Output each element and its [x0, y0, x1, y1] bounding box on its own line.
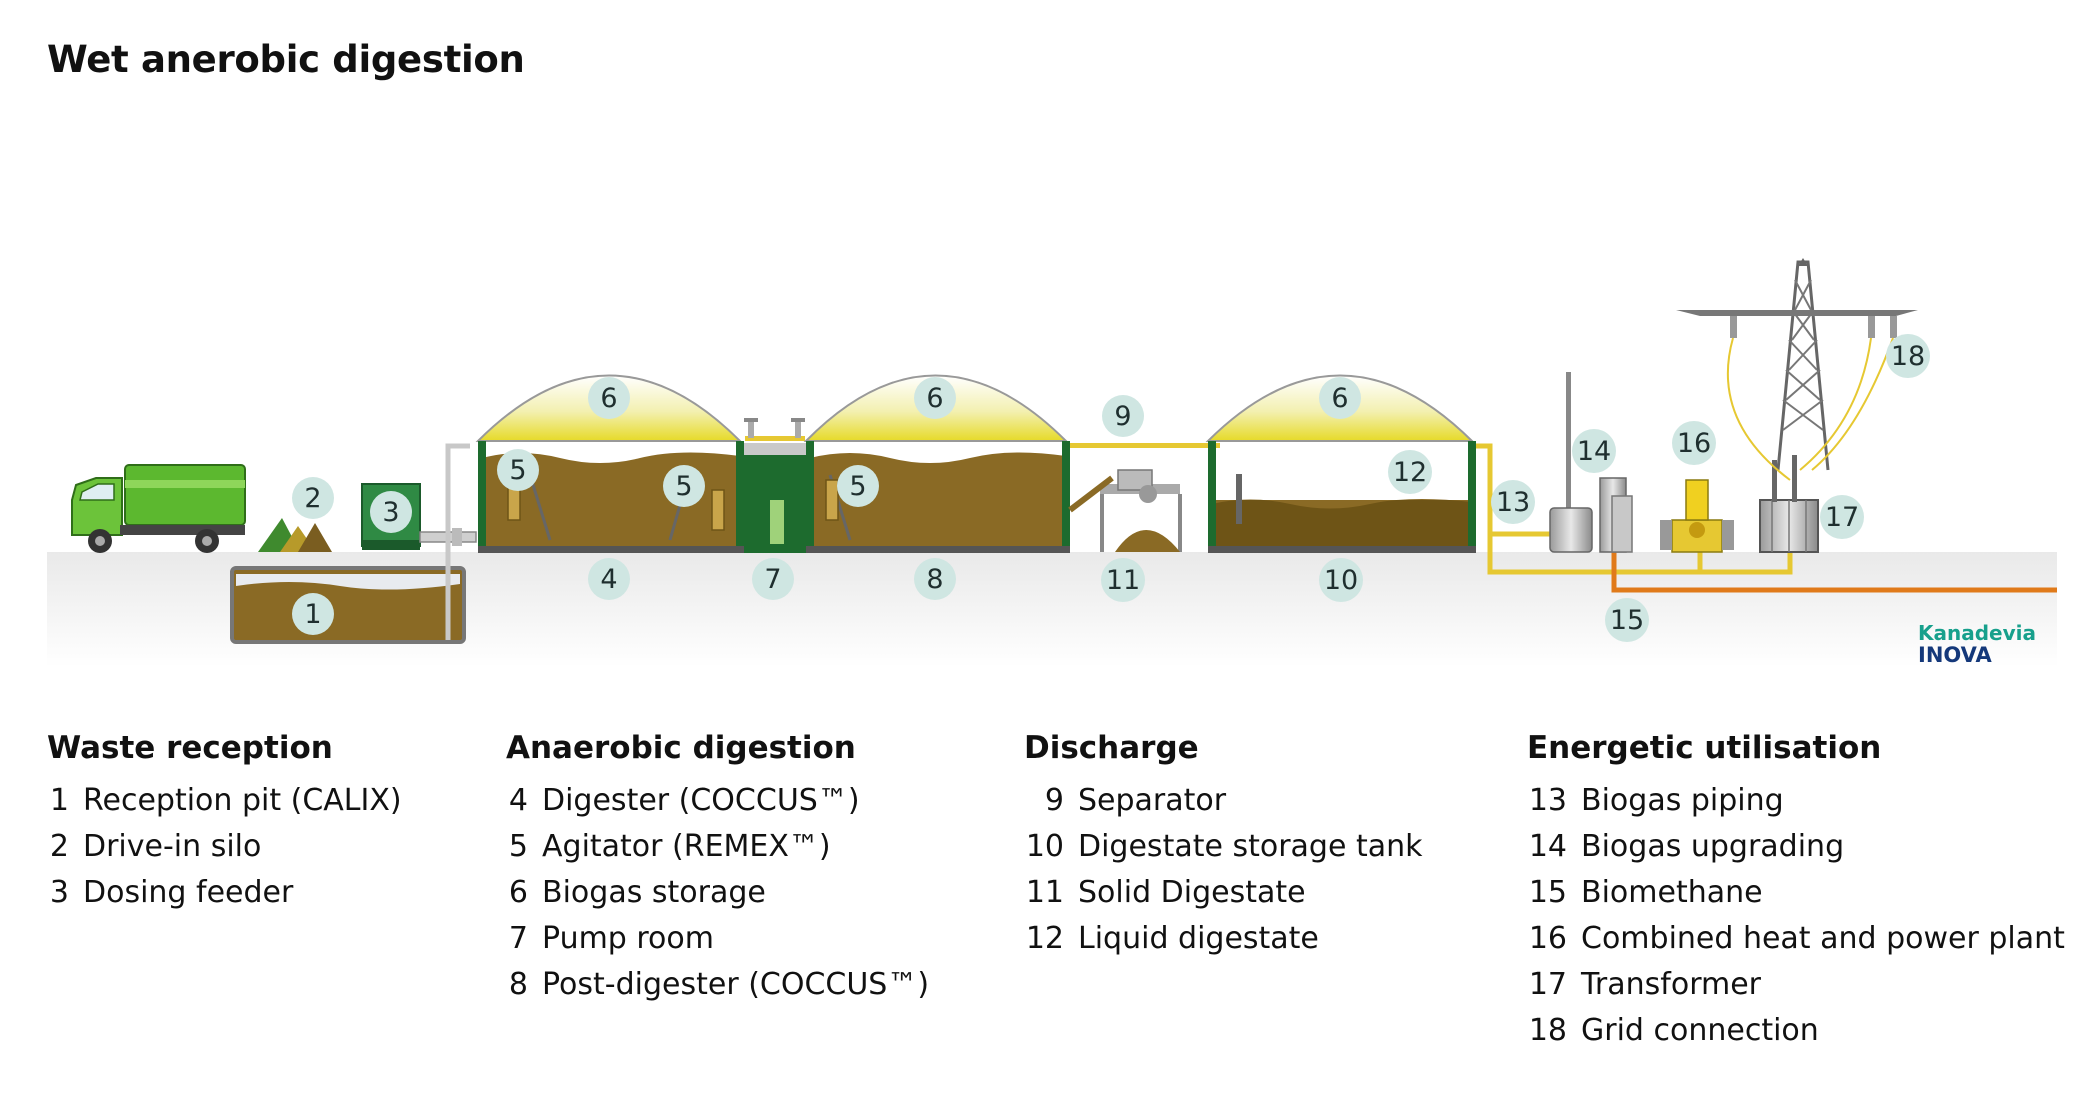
- svg-text:6: 6: [600, 383, 617, 414]
- silo-piles-icon: [258, 518, 332, 552]
- biogas-upgrading-icon: [1549, 372, 1633, 553]
- svg-text:3: 3: [382, 497, 399, 528]
- svg-text:12: 12: [1393, 457, 1427, 488]
- legend-heading: Discharge: [1024, 730, 1199, 766]
- marker-6c: 6: [1319, 377, 1361, 419]
- marker-6b: 6: [914, 377, 956, 419]
- chp-plant-icon: [1660, 479, 1734, 553]
- marker-1: 1: [292, 593, 334, 635]
- separator-icon: [1068, 443, 1220, 552]
- marker-2: 2: [292, 477, 334, 519]
- svg-text:15: 15: [1610, 605, 1644, 636]
- marker-8: 8: [914, 558, 956, 600]
- process-diagram: Kanadevia INOVA 1 2 3 4 5 5 5 6 6 6 7 8 …: [47, 258, 2057, 667]
- svg-text:14: 14: [1577, 436, 1611, 467]
- marker-10: 10: [1319, 558, 1363, 602]
- pump-room-icon: [744, 418, 806, 553]
- page-title: Wet anerobic digestion: [47, 38, 525, 81]
- svg-text:4: 4: [600, 564, 617, 595]
- svg-text:2: 2: [304, 483, 321, 514]
- svg-text:1: 1: [304, 599, 321, 630]
- marker-3: 3: [370, 491, 412, 533]
- svg-text:9: 9: [1114, 401, 1131, 432]
- svg-text:5: 5: [509, 455, 526, 486]
- legend-heading: Energetic utilisation: [1527, 730, 1882, 766]
- marker-5b: 5: [663, 465, 705, 507]
- marker-11: 11: [1101, 558, 1145, 602]
- svg-text:6: 6: [1331, 383, 1348, 414]
- svg-text:10: 10: [1324, 565, 1358, 596]
- svg-text:13: 13: [1496, 487, 1530, 518]
- svg-text:11: 11: [1106, 565, 1140, 596]
- marker-17: 17: [1820, 495, 1864, 539]
- svg-text:18: 18: [1891, 341, 1925, 372]
- svg-text:7: 7: [764, 564, 781, 595]
- biomethane-pipe: [1611, 540, 2057, 593]
- marker-14: 14: [1572, 429, 1616, 473]
- reception-pit-icon: [230, 443, 470, 644]
- marker-12: 12: [1388, 450, 1432, 494]
- svg-text:5: 5: [675, 471, 692, 502]
- marker-4: 4: [588, 558, 630, 600]
- marker-13: 13: [1491, 480, 1535, 524]
- legend-heading: Anaerobic digestion: [506, 730, 856, 766]
- marker-5c: 5: [837, 465, 879, 507]
- number-markers: 1 2 3 4 5 5 5 6 6 6 7 8 9 10 11 12 13 14…: [292, 334, 1930, 642]
- marker-7: 7: [752, 558, 794, 600]
- svg-text:8: 8: [926, 564, 943, 595]
- marker-18: 18: [1886, 334, 1930, 378]
- digester-tank: [475, 374, 744, 553]
- svg-text:16: 16: [1677, 428, 1711, 459]
- marker-16: 16: [1672, 421, 1716, 465]
- svg-text:5: 5: [849, 471, 866, 502]
- biogas-pipe: [1476, 443, 1793, 575]
- brand-line1: Kanadevia: [1918, 621, 2036, 645]
- svg-text:17: 17: [1825, 502, 1859, 533]
- power-pylon-icon: [1676, 258, 1918, 481]
- transformer-icon: [1759, 455, 1819, 553]
- marker-15: 15: [1605, 598, 1649, 642]
- legend-heading: Waste reception: [47, 730, 333, 766]
- marker-9: 9: [1102, 395, 1144, 437]
- truck-icon: [71, 464, 246, 553]
- marker-5a: 5: [497, 449, 539, 491]
- marker-6a: 6: [588, 377, 630, 419]
- svg-text:6: 6: [926, 383, 943, 414]
- brand-line2: INOVA: [1918, 643, 1993, 667]
